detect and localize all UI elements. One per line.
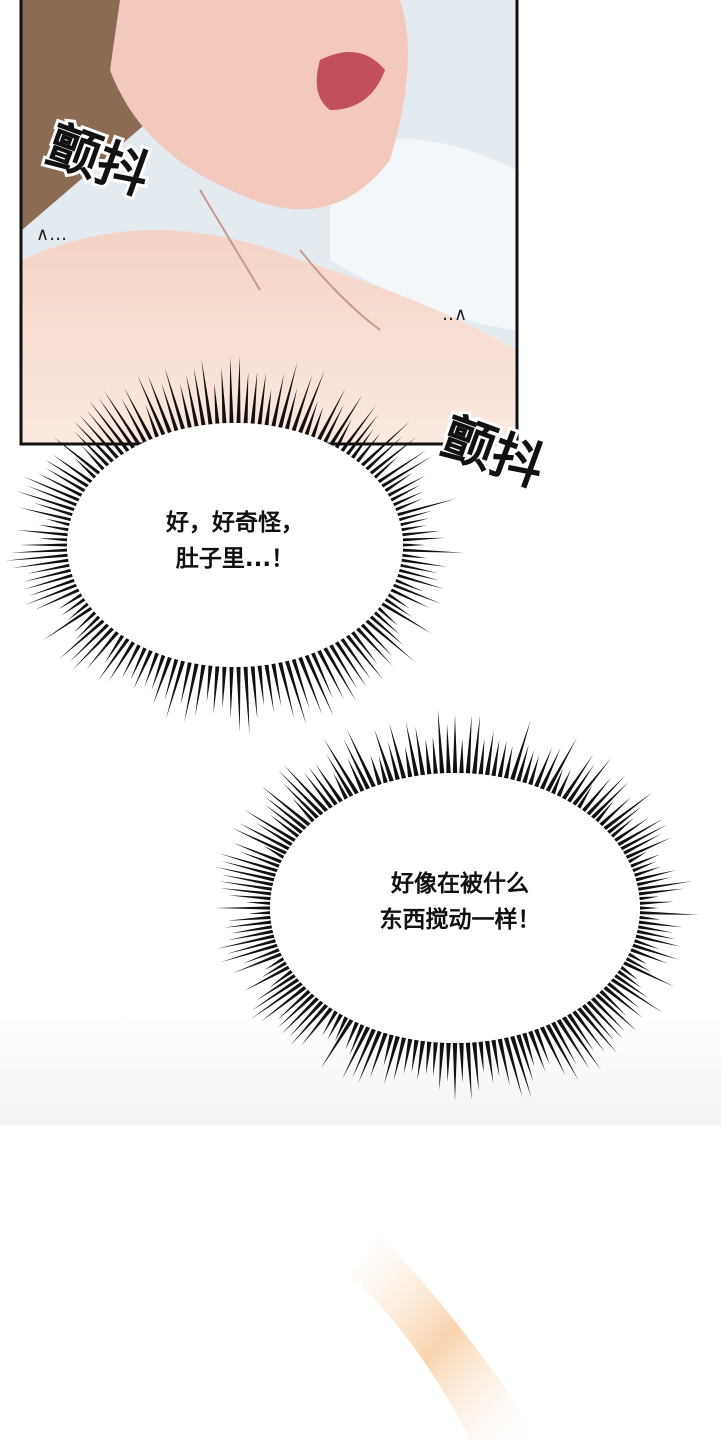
burst-center: [67, 423, 403, 667]
sfx-tremble-bottom: 颤抖: [434, 407, 552, 499]
speech-bubble-1-text: 好，好奇怪， 肚子里...！: [140, 505, 330, 577]
open-mouth: [316, 52, 385, 110]
chest: [22, 230, 516, 443]
burst-center: [270, 773, 640, 1043]
small-marks-right: ‥∧: [442, 304, 467, 325]
face: [110, 0, 408, 210]
speech-line: 东西搅动一样！: [379, 907, 541, 933]
burst-spikes: [215, 709, 700, 1101]
next-panel-glow: [350, 1235, 540, 1440]
speech-bubble-2-text: 好像在被什么 东西搅动一样！: [355, 866, 565, 938]
burst-bubble-1: [5, 356, 464, 734]
burst-spikes: [5, 356, 464, 734]
small-marks-left: ∧…: [36, 224, 67, 245]
speech-line: 肚子里...！: [175, 546, 295, 572]
pillow: [330, 138, 516, 330]
speech-line: 好，好奇怪，: [166, 510, 304, 536]
comic-panel: [22, 0, 516, 443]
speech-line: 好像在被什么: [391, 871, 529, 897]
burst-bubble-2: [215, 709, 700, 1101]
